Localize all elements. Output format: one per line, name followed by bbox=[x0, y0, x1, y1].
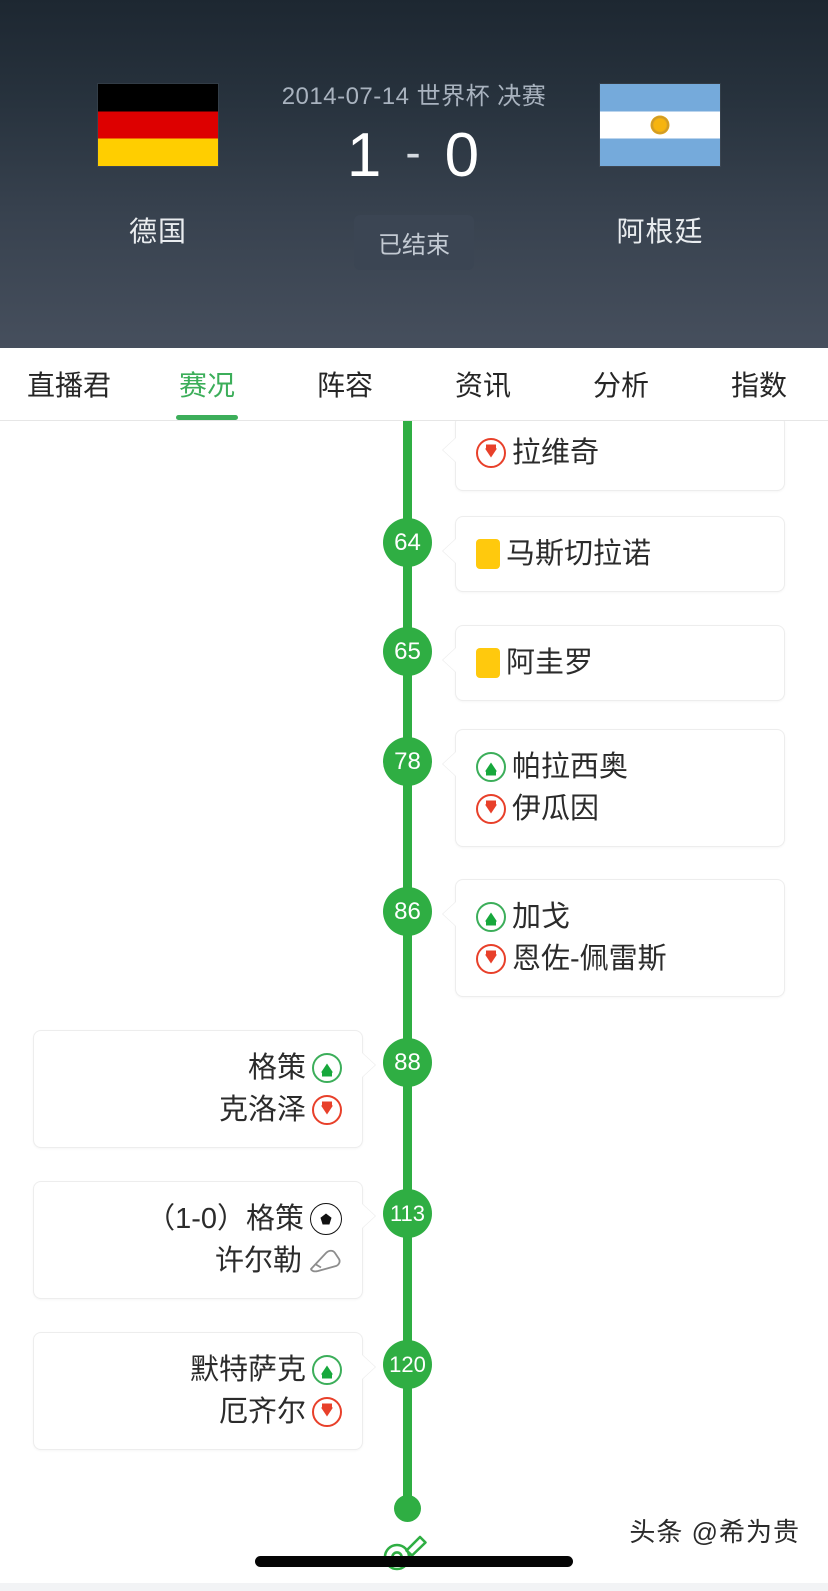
tab-live[interactable]: 直播君 bbox=[26, 370, 111, 401]
sun-of-may-icon bbox=[650, 115, 670, 135]
event-card[interactable]: 拉维奇 bbox=[455, 421, 785, 492]
whistle-icon bbox=[382, 1529, 428, 1576]
timeline-minute-node[interactable]: 65 bbox=[383, 627, 432, 676]
event-card[interactable]: （1-0）格策 许尔勒 bbox=[33, 1181, 363, 1300]
timeline-minute-node[interactable]: 64 bbox=[383, 518, 432, 567]
event-label: 伊瓜因 bbox=[512, 793, 600, 826]
status-badge: 已结束 bbox=[354, 215, 474, 270]
event-row: 厄齐尔 bbox=[54, 1391, 342, 1433]
home-team-name: 德国 bbox=[128, 216, 187, 247]
tab-lineup[interactable]: 阵容 bbox=[316, 370, 373, 401]
sub-out-icon bbox=[312, 1397, 342, 1428]
away-team-name: 阿根廷 bbox=[616, 216, 704, 247]
event-row: 加戈 bbox=[476, 896, 764, 938]
event-label: 马斯切拉诺 bbox=[506, 538, 652, 570]
event-row: 阿圭罗 bbox=[476, 642, 764, 684]
bottom-divider bbox=[0, 1583, 828, 1591]
sub-out-icon bbox=[476, 944, 506, 975]
sub-out-icon bbox=[476, 438, 506, 469]
match-meta: 2014-07-14 世界杯 决赛 bbox=[281, 83, 547, 110]
event-row: 马斯切拉诺 bbox=[476, 533, 764, 575]
away-team[interactable]: 阿根廷 bbox=[540, 84, 780, 250]
event-row: 默特萨克 bbox=[54, 1349, 342, 1391]
event-row: 格策 bbox=[54, 1047, 342, 1089]
event-row: 恩佐-佩雷斯 bbox=[476, 938, 764, 980]
match-header: 德国 2014-07-14 世界杯 决赛 1-0 已结束 阿根廷 bbox=[0, 0, 828, 348]
score: 1-0 bbox=[264, 125, 564, 187]
argentina-flag bbox=[600, 84, 720, 166]
score-block: 2014-07-14 世界杯 决赛 1-0 已结束 bbox=[264, 76, 564, 270]
event-row: 拉维奇 bbox=[476, 432, 764, 474]
score-separator: - bbox=[405, 126, 423, 178]
event-row: 伊瓜因 bbox=[476, 788, 764, 830]
event-row: （1-0）格策 bbox=[54, 1198, 342, 1240]
goal-icon bbox=[310, 1203, 342, 1236]
assist-icon bbox=[308, 1246, 342, 1276]
event-card[interactable]: 阿圭罗 bbox=[455, 625, 785, 702]
event-label: 恩佐-佩雷斯 bbox=[512, 943, 667, 976]
event-label: 默特萨克 bbox=[189, 1354, 306, 1386]
event-label: 格策 bbox=[247, 1052, 306, 1084]
event-label: 加戈 bbox=[512, 901, 571, 933]
event-row: 克洛泽 bbox=[54, 1089, 342, 1131]
timeline-minute-node[interactable]: 113 bbox=[383, 1189, 432, 1238]
timeline-minute-node[interactable]: 86 bbox=[383, 887, 432, 936]
yellow-card-icon bbox=[476, 539, 500, 570]
home-score: 1 bbox=[346, 121, 384, 190]
tab-news[interactable]: 资讯 bbox=[454, 370, 511, 401]
event-label: 拉维奇 bbox=[512, 437, 600, 469]
event-label: 阿圭罗 bbox=[506, 647, 594, 679]
event-card[interactable]: 帕拉西奥 伊瓜因 bbox=[455, 729, 785, 848]
event-card[interactable]: 马斯切拉诺 bbox=[455, 516, 785, 593]
away-score: 0 bbox=[444, 121, 482, 190]
timeline-end-dot bbox=[394, 1495, 421, 1522]
event-card[interactable]: 默特萨克 厄齐尔 bbox=[33, 1332, 363, 1451]
sub-in-icon bbox=[312, 1355, 342, 1386]
tab-summary[interactable]: 赛况 bbox=[138, 348, 276, 420]
tab-bar: 直播君 赛况 阵容 资讯 分析 指数 bbox=[0, 348, 828, 421]
timeline-minute-node[interactable]: 88 bbox=[383, 1038, 432, 1087]
germany-flag bbox=[98, 84, 218, 166]
sub-in-icon bbox=[476, 752, 506, 783]
timeline-minute-node[interactable]: 120 bbox=[383, 1340, 432, 1389]
sub-out-icon bbox=[476, 794, 506, 825]
timeline-minute-node[interactable]: 78 bbox=[383, 737, 432, 786]
sub-in-icon bbox=[312, 1053, 342, 1084]
tab-odds[interactable]: 指数 bbox=[730, 370, 787, 401]
timeline-spine bbox=[403, 421, 412, 1513]
event-card[interactable]: 加戈 恩佐-佩雷斯 bbox=[455, 879, 785, 998]
event-card[interactable]: 格策 克洛泽 bbox=[33, 1030, 363, 1149]
home-team[interactable]: 德国 bbox=[38, 84, 278, 250]
tab-analysis[interactable]: 分析 bbox=[592, 370, 649, 401]
match-timeline[interactable]: 拉维奇 64 马斯切拉诺 65 阿圭罗 78 帕拉西奥 bbox=[0, 421, 828, 1591]
watermark: 头条 @希为贵 bbox=[629, 1517, 800, 1547]
home-indicator[interactable] bbox=[255, 1556, 573, 1567]
event-label: （1-0）格策 bbox=[146, 1203, 304, 1235]
event-row: 帕拉西奥 bbox=[476, 746, 764, 788]
event-label: 厄齐尔 bbox=[218, 1396, 306, 1429]
event-label: 许尔勒 bbox=[214, 1245, 302, 1278]
sub-in-icon bbox=[476, 902, 506, 933]
event-label: 克洛泽 bbox=[218, 1094, 306, 1127]
event-row: 许尔勒 bbox=[54, 1240, 342, 1282]
yellow-card-icon bbox=[476, 648, 500, 679]
event-label: 帕拉西奥 bbox=[512, 751, 629, 783]
sub-out-icon bbox=[312, 1095, 342, 1126]
